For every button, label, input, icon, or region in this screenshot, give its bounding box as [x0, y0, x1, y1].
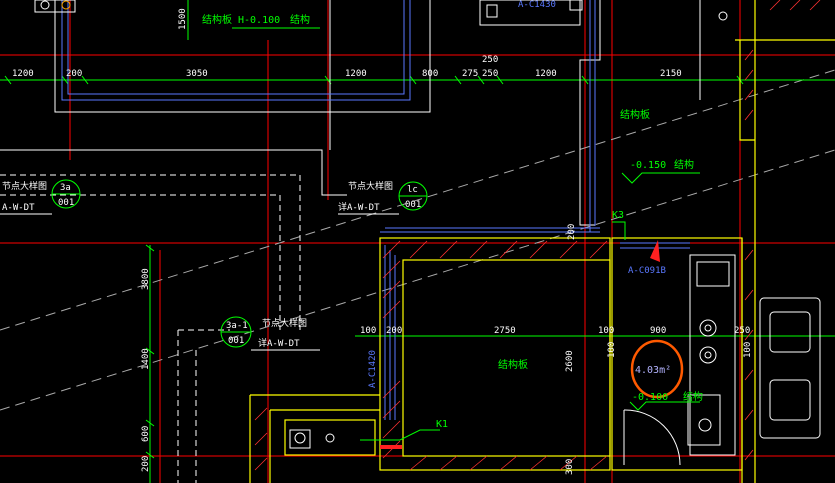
annotation-labels: 结构板 H-0.100 结构 结构板 -0.150 结构 结构板 -0.100 … [2, 0, 703, 430]
bubble-2-top: lc [407, 185, 418, 195]
dim-top-2: 200 [66, 69, 82, 79]
top-dimension-labels: 1200 200 3050 1200 800 275 250 250 1200 … [12, 55, 682, 79]
bubble-3-top: 3a-1 [226, 321, 248, 331]
detail-bubble-2[interactable]: lc 001 [398, 181, 428, 211]
bubble-3-bottom: 001 [228, 336, 244, 346]
wall-outlines-top [0, 0, 701, 226]
dimension-ticks [4, 75, 744, 459]
dim-top-extra: 250 [482, 55, 498, 65]
label-jiegouban-top: 结构板 [202, 13, 232, 26]
dim-room-100d: 100 [743, 342, 753, 358]
label-detail-ref-left: A-W-DT [2, 203, 35, 213]
label-detail-title-3: 节点大样图 [262, 317, 307, 329]
room-dimension-labels: 100 200 2750 100 900 250 2600 100 300 20… [360, 224, 753, 475]
bubble-1-top: 3a [60, 183, 71, 193]
dim-top-8: 1200 [535, 69, 557, 79]
dim-v-600: 600 [141, 426, 151, 442]
k3-marker [612, 221, 660, 262]
label-jiegou-bottom: 结构 [683, 390, 703, 403]
structure-lines [61, 0, 690, 420]
label-detail-title-2: 节点大样图 [348, 180, 393, 192]
dim-room-2600: 2600 [565, 350, 575, 372]
vertical-dimension-labels: 1500 3800 1400 600 200 [141, 8, 188, 472]
k1-marker [360, 429, 440, 449]
area-callout-value: 4.03m² [635, 365, 671, 376]
top-fixtures [34, 0, 728, 449]
label-k1: K1 [436, 419, 448, 430]
dim-v-3800: 3800 [141, 268, 151, 290]
dim-top-9: 2150 [660, 69, 682, 79]
dim-room-2750: 2750 [494, 326, 516, 336]
dim-left-1500: 1500 [178, 8, 188, 30]
label-jiegou-right: 结构 [674, 158, 694, 171]
label-jiegou-top: 结构 [290, 13, 310, 26]
area-callout-circle[interactable] [630, 339, 684, 399]
dim-room-250: 250 [734, 326, 750, 336]
label-a-c1420: A-C1420 [368, 350, 378, 388]
label-detail-left: 节点大样图 [2, 180, 47, 192]
level-markers [232, 27, 700, 411]
label-a-c091b: A-C091B [628, 266, 666, 276]
dim-top-6: 275 [462, 69, 478, 79]
label-k3: K3 [612, 210, 624, 221]
section-dashed-lines [0, 69, 835, 411]
dim-v-200: 200 [141, 456, 151, 472]
dim-room-200b: 200 [567, 224, 577, 240]
label-a-top-tag: A-C1430 [518, 0, 556, 10]
label-detail-ref-3: 详A-W-DT [258, 337, 300, 349]
label-level-bottom: -0.100 [632, 392, 668, 403]
dim-room-300: 300 [565, 459, 575, 475]
dim-room-900: 900 [650, 326, 666, 336]
walls-main-room [249, 0, 835, 483]
dim-top-7: 250 [482, 69, 498, 79]
dim-top-1: 1200 [12, 69, 34, 79]
wall-hatching [254, 0, 821, 471]
dim-v-1400: 1400 [141, 348, 151, 370]
dim-room-100a: 100 [360, 326, 376, 336]
dim-room-200: 200 [386, 326, 402, 336]
label-level-right: -0.150 [630, 160, 666, 171]
kitchen-fixtures [623, 254, 821, 466]
dim-top-5: 800 [422, 69, 438, 79]
dim-room-100c: 100 [607, 342, 617, 358]
detail-bubble-3[interactable]: 3a-1 001 [220, 316, 252, 348]
bubble-1-bottom: 001 [58, 198, 74, 208]
dim-top-4: 1200 [345, 69, 367, 79]
detail-bubble-1[interactable]: 3a 001 [51, 179, 81, 209]
label-detail-ref-2: 详A-W-DT [338, 201, 380, 213]
label-jiegouban-room: 结构板 [498, 358, 528, 371]
label-jiegouban-right: 结构板 [620, 108, 650, 121]
bubble-leaders [0, 213, 399, 351]
dim-top-3: 3050 [186, 69, 208, 79]
bubble-2-bottom: 001 [405, 200, 421, 210]
dim-room-100b: 100 [598, 326, 614, 336]
label-level-top: H-0.100 [238, 15, 280, 26]
